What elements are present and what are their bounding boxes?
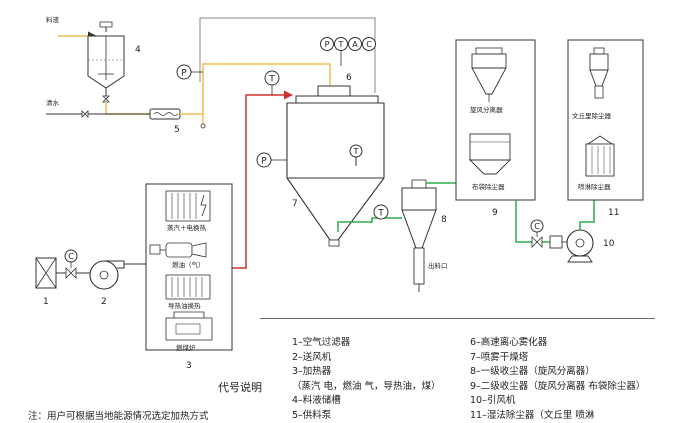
legend-item: 9–二级收尘器（旋风分离器 布袋除尘器） [470, 380, 645, 395]
primary-cyclone [402, 180, 436, 292]
legend-item: 8–一级收尘器（旋风分离器） [470, 365, 645, 380]
induced-draft-fan [550, 230, 593, 262]
drain-valve-icon [201, 124, 205, 128]
venturi-dust-collector-label: 文丘里除尘器 [572, 111, 612, 120]
number-6: 6 [346, 73, 352, 83]
fuel-oil-gas-label: 燃油（气） [172, 260, 205, 269]
number-11: 11 [608, 208, 619, 218]
legend-item: 2–送风机 [292, 351, 441, 366]
heating-steam-electric-label: 蒸汽＋电换热 [167, 223, 207, 232]
number-4: 4 [135, 45, 141, 55]
footnote: 注：用户可根据当地能源情况选定加热方式 [28, 408, 209, 422]
thermal-oil-exchange-label: 导热油换热 [168, 301, 201, 310]
legend-item: 3–加热器 [292, 365, 441, 380]
air-filter [36, 258, 56, 288]
number-7: 7 [292, 199, 298, 209]
legend-divider [260, 318, 655, 319]
legend-left-column: 1–空气过滤器 2–送风机 3–加热器 （蒸汽 电，燃油 气，导热油，煤） 4–… [292, 336, 441, 423]
bag-dust-collector [470, 134, 510, 174]
legend-right-column: 6–高速离心雾化器 7–喷雾干燥塔 8–一级收尘器（旋风分离器） 9–二级收尘器… [470, 336, 645, 423]
number-3: 3 [186, 361, 192, 371]
discharge-port-label: 出料口 [428, 261, 448, 270]
fan-control-valve-label: C [534, 222, 540, 231]
spray-dust-collector-label: 喷淋除尘器 [578, 182, 611, 191]
spray-dust-collector [586, 136, 614, 176]
feed-pump [150, 109, 180, 119]
hot-air-thermometer-label: T [268, 75, 275, 85]
panel-t-label: T [338, 40, 344, 49]
legend-item: 1–空气过滤器 [292, 336, 441, 351]
feed-liquid-label: 料液 [46, 15, 60, 24]
legend-item: 10–引风机 [470, 394, 645, 409]
tank-outlet-valve-icon [103, 96, 109, 102]
legend-item: （蒸汽 电，燃油 气，导热油，煤） [292, 380, 441, 395]
feed-pressure-gauge-label: P [181, 69, 187, 79]
number-10: 10 [603, 239, 615, 249]
supply-blower [90, 261, 124, 289]
clean-water-label: 清水 [46, 98, 60, 107]
cyclone-separator-label: 旋风分离器 [470, 105, 503, 114]
legend-item: 5–供料泵 [292, 409, 441, 423]
inlet-damper-valve-icon [66, 268, 76, 278]
number-1: 1 [43, 297, 49, 307]
legend-item: 7–喷雾干燥塔 [470, 351, 645, 366]
legend-title: 代号说明 [218, 379, 262, 395]
fan-to-wet-collector-line [580, 200, 594, 230]
legend-item: 4–料液储槽 [292, 394, 441, 409]
legend-item: 6–高速离心雾化器 [470, 336, 645, 351]
spray-drying-tower [287, 103, 384, 246]
number-9: 9 [492, 208, 498, 218]
fan-inlet-valve-icon [532, 237, 542, 247]
tower-pressure-gauge-label: P [261, 157, 267, 167]
coal-furnace-label: 燃煤炉 [176, 343, 196, 352]
venturi-dust-collector [590, 48, 608, 98]
secondary-cyclone [472, 48, 506, 102]
inlet-control-valve-label: C [68, 252, 74, 261]
panel-p-label: P [325, 40, 330, 49]
panel-c-label: C [366, 40, 372, 49]
legend-item: 11–湿法除尘器（文丘里 喷淋 [470, 409, 645, 423]
bag-dust-collector-label: 布袋除尘器 [472, 182, 505, 191]
clean-water-valve-icon [82, 111, 88, 117]
tower-thermometer-label: T [353, 147, 359, 156]
number-2: 2 [101, 297, 107, 307]
exhaust-thermometer-label: T [377, 209, 384, 219]
number-5: 5 [174, 125, 180, 135]
number-8: 8 [441, 215, 447, 225]
panel-a-label: A [352, 40, 358, 49]
hot-air-line [232, 95, 292, 268]
feed-tank [88, 22, 124, 96]
tank-to-pump-line [106, 102, 150, 114]
